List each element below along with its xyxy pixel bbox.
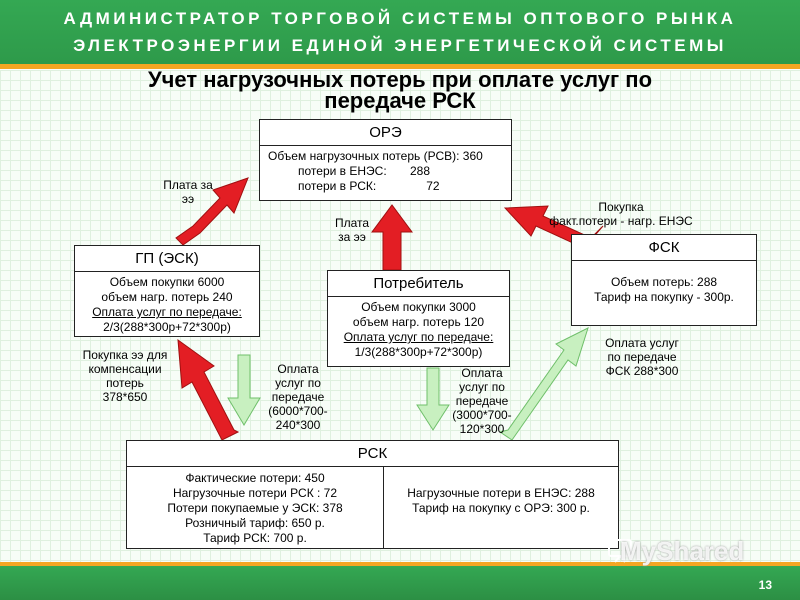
header-line-2: ЭЛЕКТРОЭНЕРГИИ ЕДИНОЙ ЭНЕРГЕТИЧЕСКОЙ СИС… xyxy=(73,36,727,55)
consumer-line-2: объем нагр. потерь 120 xyxy=(352,315,485,329)
slide-title-line-1: Учет нагрузочных потерь при оплате услуг… xyxy=(147,67,653,92)
label-pay-services-fsk-line-2: по передаче xyxy=(607,350,677,364)
fsk-line-1: Объем потерь: 288 xyxy=(610,275,718,289)
arrow-fsk-to-ore xyxy=(503,205,604,263)
fsk-line-2: Тариф на покупку - 300р. xyxy=(594,290,734,304)
rsk-left-line-1: Фактические потери: 450 xyxy=(185,471,325,485)
consumer-line-3: Оплата услуг по передаче: xyxy=(343,330,494,344)
label-pay-consumer-line-2: за ээ xyxy=(338,230,366,244)
label-purchase-fsk-line-2: факт.потери - нагр. ЕНЭС xyxy=(549,214,693,228)
header-accent-strip xyxy=(0,64,800,69)
header-bar xyxy=(0,0,800,64)
label-pay-services-consumer-line-2: услуг по xyxy=(459,380,505,394)
label-purchase-compensation: Покупка ээ для компенсации потерь 378*65… xyxy=(70,348,180,404)
label-pay-consumer-line-1: Плата xyxy=(334,216,370,230)
label-pay-services-gp-line-2: услуг по xyxy=(275,376,321,390)
page-number: 13 xyxy=(758,578,772,592)
label-pay-gp-line-1: Плата за xyxy=(163,178,213,192)
label-purchase-fsk-line-1: Покупка xyxy=(598,200,644,214)
consumer-line-1: Объем покупки 3000 xyxy=(361,300,476,314)
label-pay-services-fsk-line-3: ФСК 288*300 xyxy=(605,364,679,378)
gp-line-4: 2/3(288*300р+72*300р) xyxy=(103,320,231,334)
label-pay-gp: Плата за ээ xyxy=(148,178,228,206)
arrow-consumer-to-rsk xyxy=(416,367,450,431)
label-pay-services-gp-line-5: 240*300 xyxy=(275,418,321,432)
label-pay-services-gp-line-4: (6000*700- xyxy=(268,404,328,418)
label-pay-services-consumer-line-3: передаче xyxy=(455,394,509,408)
label-pay-services-consumer-line-1: Оплата xyxy=(461,366,503,380)
footer-accent-strip xyxy=(0,562,800,566)
gp-line-3: Оплата услуг по передаче: xyxy=(92,305,242,319)
label-pay-services-fsk: Оплата услуг по передаче ФСК 288*300 xyxy=(592,336,692,378)
rsk-left-line-4: Розничный тариф: 650 р. xyxy=(185,516,325,530)
label-pay-services-gp-line-1: Оплата xyxy=(277,362,319,376)
rsk-left-line-5: Тариф РСК: 700 р. xyxy=(203,531,307,545)
box-gp-title: ГП (ЭСК) xyxy=(75,246,259,272)
arrow-gp-to-ore xyxy=(175,177,249,246)
ore-line-3: потери в РСК: 72 xyxy=(298,179,440,193)
label-purchase-comp-line-3: потерь xyxy=(106,376,144,390)
label-pay-services-consumer-line-5: 120*300 xyxy=(459,422,505,436)
header-line-1: АДМИНИСТРАТОР ТОРГОВОЙ СИСТЕМЫ ОПТОВОГО … xyxy=(63,9,737,28)
rsk-right-line-1: Нагрузочные потери в ЕНЭС: 288 xyxy=(407,486,595,500)
label-purchase-comp-line-1: Покупка ээ для xyxy=(82,348,168,362)
rsk-divider xyxy=(383,466,384,548)
box-consumer: Потребитель Объем покупки 3000 объем наг… xyxy=(327,270,510,367)
arrow-consumer-to-ore xyxy=(371,204,413,271)
rsk-right-line-2: Тариф на покупку с ОРЭ: 300 р. xyxy=(412,501,590,515)
ore-line-1: Объем нагрузочных потерь (РСВ): 360 xyxy=(268,149,483,163)
label-purchase-fsk: Покупка факт.потери - нагр. ЕНЭС xyxy=(536,200,706,228)
arrow-rsk-to-fsk xyxy=(498,327,589,441)
watermark-logo-icon xyxy=(608,539,632,563)
label-pay-services-consumer-line-4: (3000*700- xyxy=(452,408,512,422)
arrow-rsk-to-gp xyxy=(177,338,240,441)
box-rsk: РСК Фактические потери: 450 Нагрузочные … xyxy=(126,440,619,549)
box-consumer-title: Потребитель xyxy=(328,271,509,297)
rsk-left-line-3: Потери покупаемые у ЭСК: 378 xyxy=(167,501,343,515)
label-pay-services-consumer: Оплата услуг по передаче (3000*700- 120*… xyxy=(446,366,518,436)
box-gp: ГП (ЭСК) Объем покупки 6000 объем нагр. … xyxy=(74,245,260,337)
arrow-gp-to-rsk xyxy=(227,354,261,426)
label-purchase-comp-line-2: компенсации xyxy=(88,362,162,376)
box-fsk: ФСК Объем потерь: 288 Тариф на покупку -… xyxy=(571,234,757,326)
box-fsk-title: ФСК xyxy=(572,235,756,261)
box-ore-title: ОРЭ xyxy=(260,120,511,146)
label-pay-services-gp: Оплата услуг по передаче (6000*700- 240*… xyxy=(262,362,334,432)
label-pay-consumer: Плата за ээ xyxy=(322,216,382,244)
ore-line-2: потери в ЕНЭС: 288 xyxy=(298,164,431,178)
label-purchase-comp-line-4: 378*650 xyxy=(102,390,148,404)
gp-line-2: объем нагр. потерь 240 xyxy=(101,290,233,304)
label-pay-services-gp-line-3: передаче xyxy=(271,390,325,404)
slide-title-line-2: передаче РСК xyxy=(324,88,476,113)
label-pay-gp-line-2: ээ xyxy=(181,192,195,206)
label-pay-services-fsk-line-1: Оплата услуг xyxy=(605,336,679,350)
box-ore: ОРЭ Объем нагрузочных потерь (РСВ): 360 … xyxy=(259,119,512,201)
watermark-text: MyShared xyxy=(620,536,745,566)
box-rsk-title: РСК xyxy=(127,441,618,467)
footer-bar xyxy=(0,566,800,600)
consumer-line-4: 1/3(288*300р+72*300р) xyxy=(354,345,483,359)
rsk-left-line-2: Нагрузочные потери РСК : 72 xyxy=(172,486,338,500)
gp-line-1: Объем покупки 6000 xyxy=(109,275,225,289)
